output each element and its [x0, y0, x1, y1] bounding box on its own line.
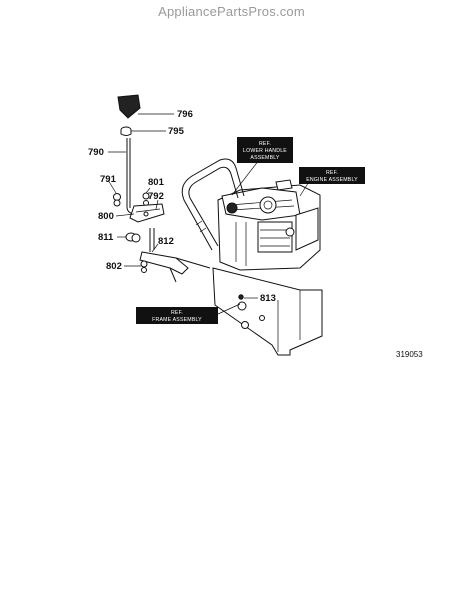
- svg-text:ENGINE ASSEMBLY: ENGINE ASSEMBLY: [306, 177, 358, 183]
- leader-lines: [107, 113, 311, 315]
- ref-frame-box: REF. FRAME ASSEMBLY: [136, 307, 218, 324]
- svg-text:REF.: REF.: [171, 310, 183, 316]
- frame-assembly-drawing: [212, 267, 323, 356]
- part-label-811: 811: [98, 232, 114, 243]
- svg-text:LOWER HANDLE: LOWER HANDLE: [243, 148, 287, 154]
- svg-text:REF.: REF.: [326, 170, 338, 176]
- svg-text:ASSEMBLY: ASSEMBLY: [250, 155, 280, 161]
- ref-engine-box: REF. ENGINE ASSEMBLY: [299, 167, 365, 184]
- shift-linkage-drawing: [113, 94, 211, 283]
- lower-handle-drawing: [181, 158, 245, 251]
- part-label-800: 800: [98, 211, 114, 222]
- engine-assembly-drawing: [217, 179, 321, 271]
- part-label-791: 791: [100, 174, 117, 185]
- part-label-792: 792: [148, 191, 164, 202]
- ref-lower-handle-box: REF. LOWER HANDLE ASSEMBLY: [237, 137, 293, 163]
- svg-text:REF.: REF.: [259, 141, 271, 147]
- part-label-802: 802: [106, 261, 122, 272]
- part-label-813: 813: [260, 293, 276, 304]
- part-label-812: 812: [158, 236, 174, 247]
- part-label-796: 796: [177, 109, 193, 120]
- figure-number: 319053: [396, 350, 423, 359]
- part-label-795: 795: [168, 126, 185, 137]
- part-label-801: 801: [148, 177, 165, 188]
- watermark: AppliancePartsPros.com: [158, 4, 305, 19]
- part-labels: 796 795 790 791 801 792 800 811 812 802 …: [88, 109, 276, 304]
- svg-text:FRAME ASSEMBLY: FRAME ASSEMBLY: [152, 317, 202, 323]
- part-label-790: 790: [88, 147, 104, 158]
